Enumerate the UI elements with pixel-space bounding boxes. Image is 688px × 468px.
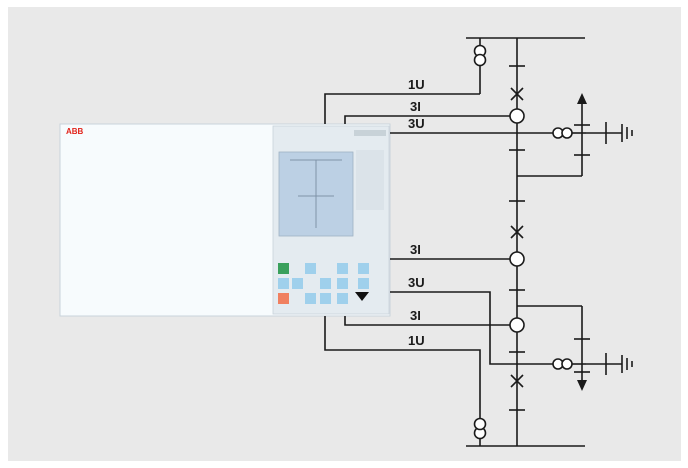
wire-upper-3I	[344, 115, 510, 124]
current-transformer-icon	[509, 317, 525, 333]
current-transformer-icon	[509, 108, 525, 124]
lower-vt-earth	[517, 353, 633, 375]
keypad-key[interactable]	[305, 263, 316, 274]
circuit-breaker-lower	[510, 374, 524, 388]
voltage-transformer-bottom	[473, 408, 487, 446]
relay-led-labels	[356, 150, 384, 210]
label-lower-3I-b: 3I	[410, 308, 421, 323]
green-key[interactable]	[278, 263, 289, 274]
circuit-breaker-upper	[510, 87, 524, 101]
keypad-key[interactable]	[337, 293, 348, 304]
current-transformer-icon	[509, 251, 525, 267]
down-arrow-key[interactable]	[355, 292, 369, 301]
label-upper-3U: 3U	[408, 116, 425, 131]
red-key[interactable]	[278, 293, 289, 304]
keypad-key[interactable]	[337, 263, 348, 274]
keypad-key[interactable]	[337, 278, 348, 289]
upper-feeder-branch	[517, 93, 590, 177]
keypad-key[interactable]	[320, 293, 331, 304]
keypad-key[interactable]	[278, 278, 289, 289]
label-lower-1U: 1U	[408, 333, 425, 348]
upper-vt-earth	[517, 122, 633, 144]
lower-feeder-branch	[517, 305, 590, 391]
circuit-breaker-middle	[510, 225, 524, 239]
abb-logo: ABB	[66, 127, 84, 136]
label-lower-3I-a: 3I	[410, 242, 421, 257]
keypad-key[interactable]	[320, 278, 331, 289]
wire-lower-1U	[324, 316, 481, 408]
label-lower-3U: 3U	[408, 275, 425, 290]
label-upper-3I: 3I	[410, 99, 421, 114]
keypad-key[interactable]	[358, 278, 369, 289]
wire-upper-1U	[324, 93, 480, 124]
keypad-key[interactable]	[292, 278, 303, 289]
keypad-key[interactable]	[305, 293, 316, 304]
relay-model-label	[354, 130, 386, 136]
voltage-transformer-top	[473, 38, 487, 94]
keypad-key[interactable]	[358, 263, 369, 274]
wire-lower-3I-b	[344, 316, 510, 326]
wire-lower-3U	[390, 291, 517, 365]
label-upper-1U: 1U	[408, 77, 425, 92]
protection-relay-device: ABB	[59, 123, 391, 317]
relay-keypad	[278, 263, 369, 304]
